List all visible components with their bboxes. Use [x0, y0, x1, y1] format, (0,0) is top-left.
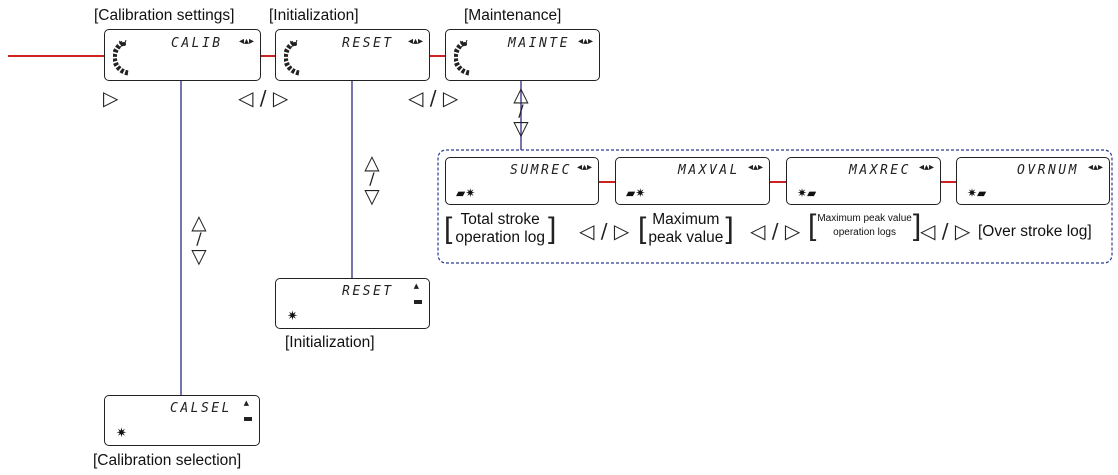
rotation-icon: ▰✷: [626, 186, 646, 200]
nav-indicator-icon: ◂▴▸: [747, 162, 763, 173]
rotation-icon: ✷▰: [797, 186, 817, 200]
left-right-nav-icon: ◁ / ▷: [408, 86, 459, 110]
left-right-nav-icon: ◁ / ▷: [920, 219, 971, 243]
rotation-icon: ✷▰: [967, 186, 987, 200]
up-down-nav-icon: △/▽: [513, 82, 529, 140]
calibration-settings-label: [Calibration settings]: [94, 7, 235, 24]
left-right-nav-icon: ◁ / ▷: [750, 219, 801, 243]
mainte-display: MAINTE ◂▴▸: [445, 29, 600, 81]
rotation-icon: [284, 39, 300, 76]
up-down-nav-icon: △/▽: [364, 150, 380, 208]
up-down-nav-icon: △/▽: [191, 210, 207, 268]
initialization-label: [Initialization]: [269, 7, 359, 24]
maxval-display: MAXVAL ◂▴▸ ▰✷: [615, 157, 770, 205]
left-right-nav-icon: ◁ / ▷: [238, 86, 289, 110]
calsel-display-text: CALSEL: [170, 401, 232, 416]
rotation-icon: [113, 39, 129, 76]
battery-icon: [414, 300, 422, 304]
battery-icon: [244, 417, 252, 421]
calib-display: CALIB ◂▴▸: [104, 29, 261, 81]
reset-display: RESET ◂▴▸: [275, 29, 430, 81]
nav-indicator-icon: ◂▴▸: [1087, 162, 1103, 173]
maxrec-display: MAXREC ◂▴▸ ✷▰: [786, 157, 941, 205]
nav-indicator-icon: ◂▴▸: [576, 162, 592, 173]
reset-sub-display: RESET ▲ ✷: [275, 278, 430, 329]
reset-display-text: RESET: [342, 36, 394, 51]
up-indicator-icon: ▲: [413, 282, 419, 290]
maintenance-label: [Maintenance]: [464, 7, 562, 24]
right-nav-icon: ▷: [103, 86, 119, 110]
maxrec-display-text: MAXREC: [849, 163, 911, 178]
nav-indicator-icon: ◂▴▸: [577, 36, 593, 47]
sun-icon: ✷: [287, 308, 298, 323]
left-right-nav-icon: ◁ / ▷: [579, 219, 630, 243]
up-indicator-icon: ▲: [243, 399, 249, 407]
calsel-display: CALSEL ▲ ✷: [104, 395, 260, 446]
ovrnum-display-text: OVRNUM: [1017, 163, 1079, 178]
rotation-icon: [454, 39, 470, 76]
nav-indicator-icon: ◂▴▸: [918, 162, 934, 173]
initialization-bottom-label: [Initialization]: [285, 334, 375, 351]
maxval-display-text: MAXVAL: [678, 163, 740, 178]
calibration-selection-label: [Calibration selection]: [93, 452, 242, 469]
calib-display-text: CALIB: [171, 36, 223, 51]
nav-indicator-icon: ◂▴▸: [238, 36, 254, 47]
mainte-display-text: MAINTE: [508, 36, 570, 51]
sumrec-display: SUMREC ◂▴▸ ▰✷: [445, 157, 599, 205]
sumrec-display-text: SUMREC: [510, 163, 572, 178]
nav-indicator-icon: ◂▴▸: [407, 36, 423, 47]
sun-icon: ✷: [116, 425, 127, 440]
ovrnum-display: OVRNUM ◂▴▸ ✷▰: [956, 157, 1110, 205]
reset-sub-display-text: RESET: [342, 284, 394, 299]
rotation-icon: ▰✷: [456, 186, 476, 200]
over-stroke-label: [Over stroke log]: [978, 223, 1092, 240]
